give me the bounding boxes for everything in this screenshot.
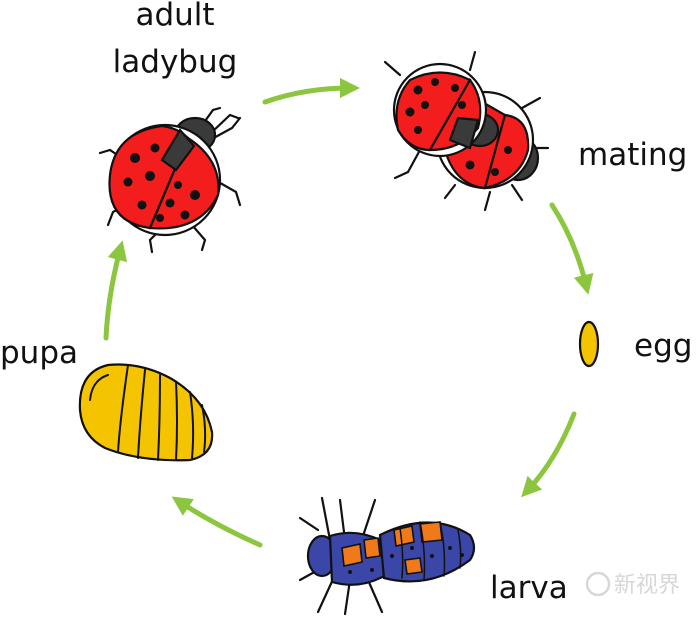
arrow-mating-to-egg bbox=[549, 202, 594, 295]
pupa-icon bbox=[78, 363, 214, 462]
arrow-pupa-to-adult bbox=[103, 240, 128, 341]
label-egg: egg bbox=[634, 328, 692, 364]
label-adult-line2: ladybug bbox=[113, 44, 238, 80]
mating-ladybugs-icon bbox=[383, 50, 550, 212]
label-mating: mating bbox=[578, 137, 687, 173]
watermark-icon bbox=[585, 571, 611, 597]
adult-ladybug-icon bbox=[98, 106, 242, 254]
arrow-larva-to-pupa bbox=[171, 496, 263, 548]
label-pupa: pupa bbox=[0, 335, 78, 371]
watermark: 新视界 bbox=[585, 571, 680, 598]
stage-labels: adult ladybug mating egg larva pupa bbox=[0, 0, 692, 606]
label-adult-line1: adult bbox=[135, 0, 214, 33]
arrow-adult-to-mating bbox=[262, 78, 360, 105]
cycle-arrows bbox=[103, 78, 594, 548]
watermark-text: 新视界 bbox=[614, 573, 680, 598]
arrow-egg-to-larva bbox=[521, 411, 577, 498]
egg-icon bbox=[578, 320, 600, 368]
label-larva: larva bbox=[490, 570, 568, 606]
larva-icon bbox=[298, 496, 476, 616]
